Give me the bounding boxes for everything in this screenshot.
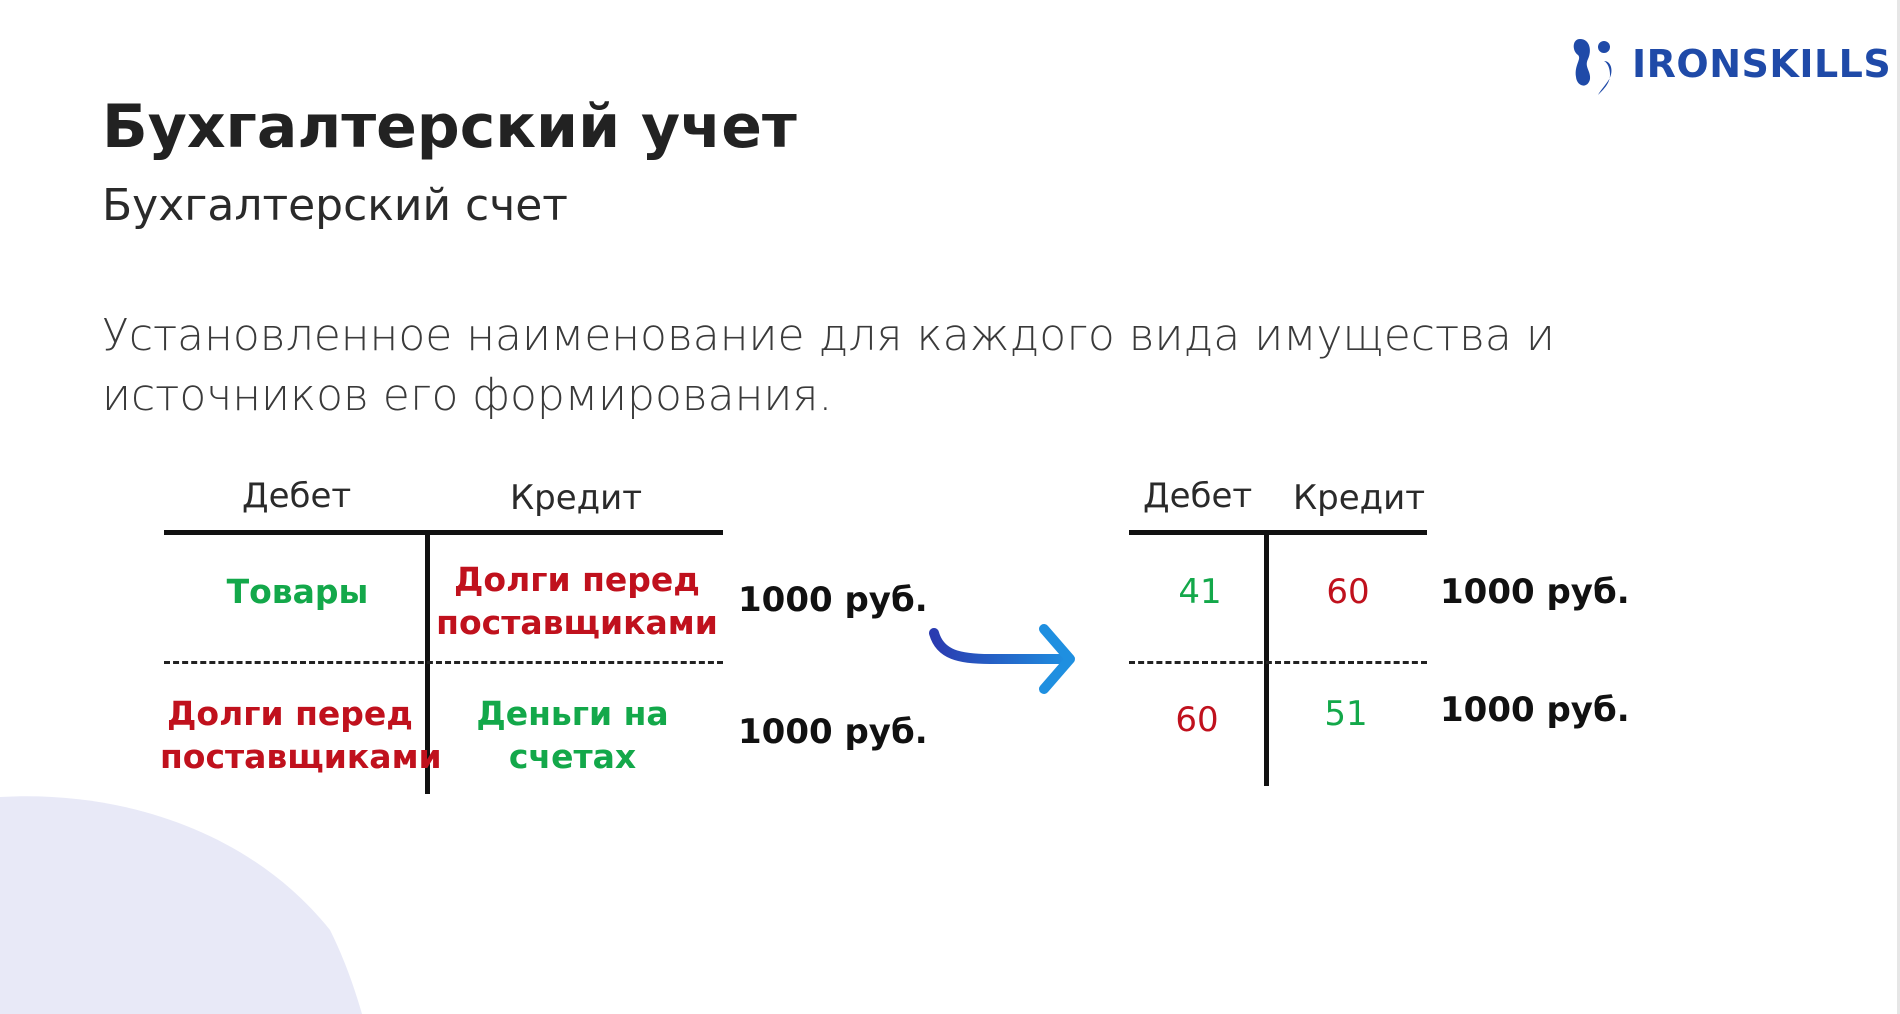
- left-row1-debit: Товары: [226, 572, 369, 611]
- left-debit-header: Дебет: [242, 476, 352, 516]
- left-row1-credit: Долги перед поставщиками: [432, 558, 722, 644]
- curved-arrow-right-icon: [929, 624, 1075, 694]
- left-row1-credit-line2: поставщиками: [436, 603, 718, 642]
- right-row1-amount: 1000 руб.: [1440, 572, 1630, 612]
- logo: IRONSKILLS: [1568, 30, 1891, 98]
- logo-text: IRONSKILLS: [1632, 42, 1892, 86]
- left-row2-amount: 1000 руб.: [738, 712, 928, 752]
- right-header-line: [1129, 530, 1427, 535]
- right-center-line: [1264, 532, 1269, 786]
- left-row-divider: [164, 661, 723, 664]
- right-row2-credit: 51: [1324, 694, 1368, 734]
- left-header-line: [164, 530, 723, 535]
- right-row1-credit: 60: [1326, 572, 1370, 612]
- left-row2-credit: Деньги на счетах: [440, 692, 705, 778]
- page-title: Бухгалтерский учет: [102, 92, 797, 162]
- definition-text: Установленное наименование для каждого в…: [102, 310, 1555, 421]
- right-row-divider: [1129, 661, 1427, 664]
- left-row2-debit-line2: поставщиками: [160, 737, 442, 776]
- right-row2-amount: 1000 руб.: [1440, 690, 1630, 730]
- right-row1-debit: 41: [1178, 572, 1222, 612]
- left-row1-amount: 1000 руб.: [738, 580, 928, 620]
- page-subtitle: Бухгалтерский счет: [102, 180, 568, 231]
- left-row2-debit-line1: Долги перед: [167, 694, 413, 733]
- left-row2-credit-line2: счетах: [508, 737, 637, 776]
- left-row2-debit: Долги перед поставщиками: [160, 692, 442, 778]
- ironskills-logo-icon: [1573, 39, 1612, 95]
- slide-edge: [1897, 0, 1900, 1014]
- left-row1-credit-line1: Долги перед: [454, 560, 700, 599]
- left-row2-credit-line1: Деньги на: [476, 694, 669, 733]
- right-debit-header: Дебет: [1143, 476, 1253, 516]
- right-credit-header: Кредит: [1293, 478, 1426, 518]
- left-credit-header: Кредит: [510, 478, 643, 518]
- right-row2-debit: 60: [1175, 700, 1219, 740]
